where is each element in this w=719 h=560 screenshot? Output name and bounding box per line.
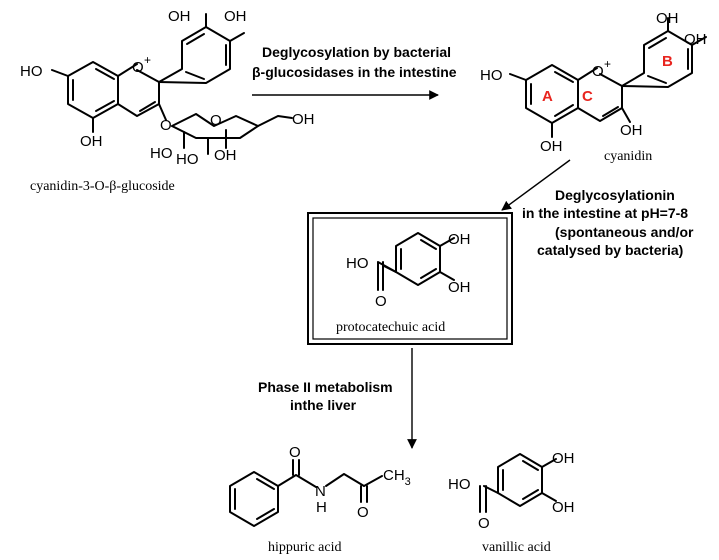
step3-line2: inthe liver [290, 397, 357, 413]
vanillic-acid-structure [479, 453, 557, 513]
deglycosylation-arrow-2 [501, 159, 571, 211]
cy-oh-top: OH [656, 10, 679, 27]
cg-oh-ring-a-bottom: OH [80, 133, 103, 150]
cy-flavylium-oxygen: O [592, 63, 604, 80]
cyanidin-glucoside-name: cyanidin-3-O-β-glucoside [30, 179, 175, 194]
cg-positive-charge: + [144, 53, 151, 67]
cg-oh-top-left: OH [168, 8, 191, 25]
hippuric-acid-structure [229, 459, 383, 527]
cg-sugar-ho-1: HO [150, 145, 173, 162]
va-ho: HO [448, 476, 471, 493]
protocatechuic-acid-name: protocatechuic acid [336, 320, 445, 335]
sugar-ring-oxygen: O [210, 112, 222, 129]
hippuric-acid-name: hippuric acid [268, 540, 341, 555]
vanillic-acid-name: vanillic acid [482, 540, 551, 555]
cg-glycosidic-oxygen: O [160, 117, 172, 134]
cg-sugar-ho-2: HO [176, 151, 199, 168]
ring-a-label: A [542, 88, 553, 105]
cyanidin-structure [509, 17, 707, 138]
step2-line1: Deglycosylationin [555, 187, 675, 203]
va-carbonyl-oxygen: O [478, 515, 490, 532]
cy-oh-3: OH [620, 122, 643, 139]
va-oh-top: OH [552, 450, 575, 467]
pca-carbonyl-oxygen: O [375, 293, 387, 310]
protocatechuic-acid-structure [377, 232, 455, 291]
product-box-outer [307, 212, 513, 345]
va-oh-bottom: OH [552, 499, 575, 516]
step3-line1: Phase II metabolism [258, 379, 393, 395]
step2-line4: catalysed by bacteria) [537, 242, 683, 258]
cg-flavylium-oxygen: O [132, 59, 144, 76]
cg-ho-ring-a: HO [20, 63, 43, 80]
step1-line2: β-glucosidases in the intestine [252, 64, 457, 80]
cy-oh-right: OH [684, 31, 707, 48]
cyanidin-glucoside-structure: O [51, 13, 293, 155]
product-box-inner [312, 217, 508, 340]
ha-hydrogen: H [316, 499, 327, 516]
ha-carbonyl-oxygen-1: O [289, 444, 301, 461]
ha-methyl: CH3 [383, 467, 411, 488]
pca-oh-top: OH [448, 231, 471, 248]
pca-oh-bottom: OH [448, 279, 471, 296]
cy-oh-bottom: OH [540, 138, 563, 155]
ha-carbonyl-oxygen-2: O [357, 504, 369, 521]
cyanidin-name: cyanidin [604, 149, 652, 164]
cg-sugar-oh-3: OH [214, 147, 237, 164]
cy-positive-charge: + [604, 57, 611, 71]
ring-c-label: C [582, 88, 593, 105]
pca-ho: HO [346, 255, 369, 272]
step2-line2: in the intestine at pH=7-8 [522, 205, 688, 221]
cg-sugar-oh-top: OH [292, 111, 315, 128]
ring-b-label: B [662, 53, 673, 70]
cg-oh-top-right: OH [224, 8, 247, 25]
step1-line1: Deglycosylation by bacterial [262, 44, 451, 60]
step2-line3: (spontaneous and/or [555, 224, 694, 240]
ha-nitrogen: N [315, 483, 326, 500]
cy-ho-left: HO [480, 67, 503, 84]
